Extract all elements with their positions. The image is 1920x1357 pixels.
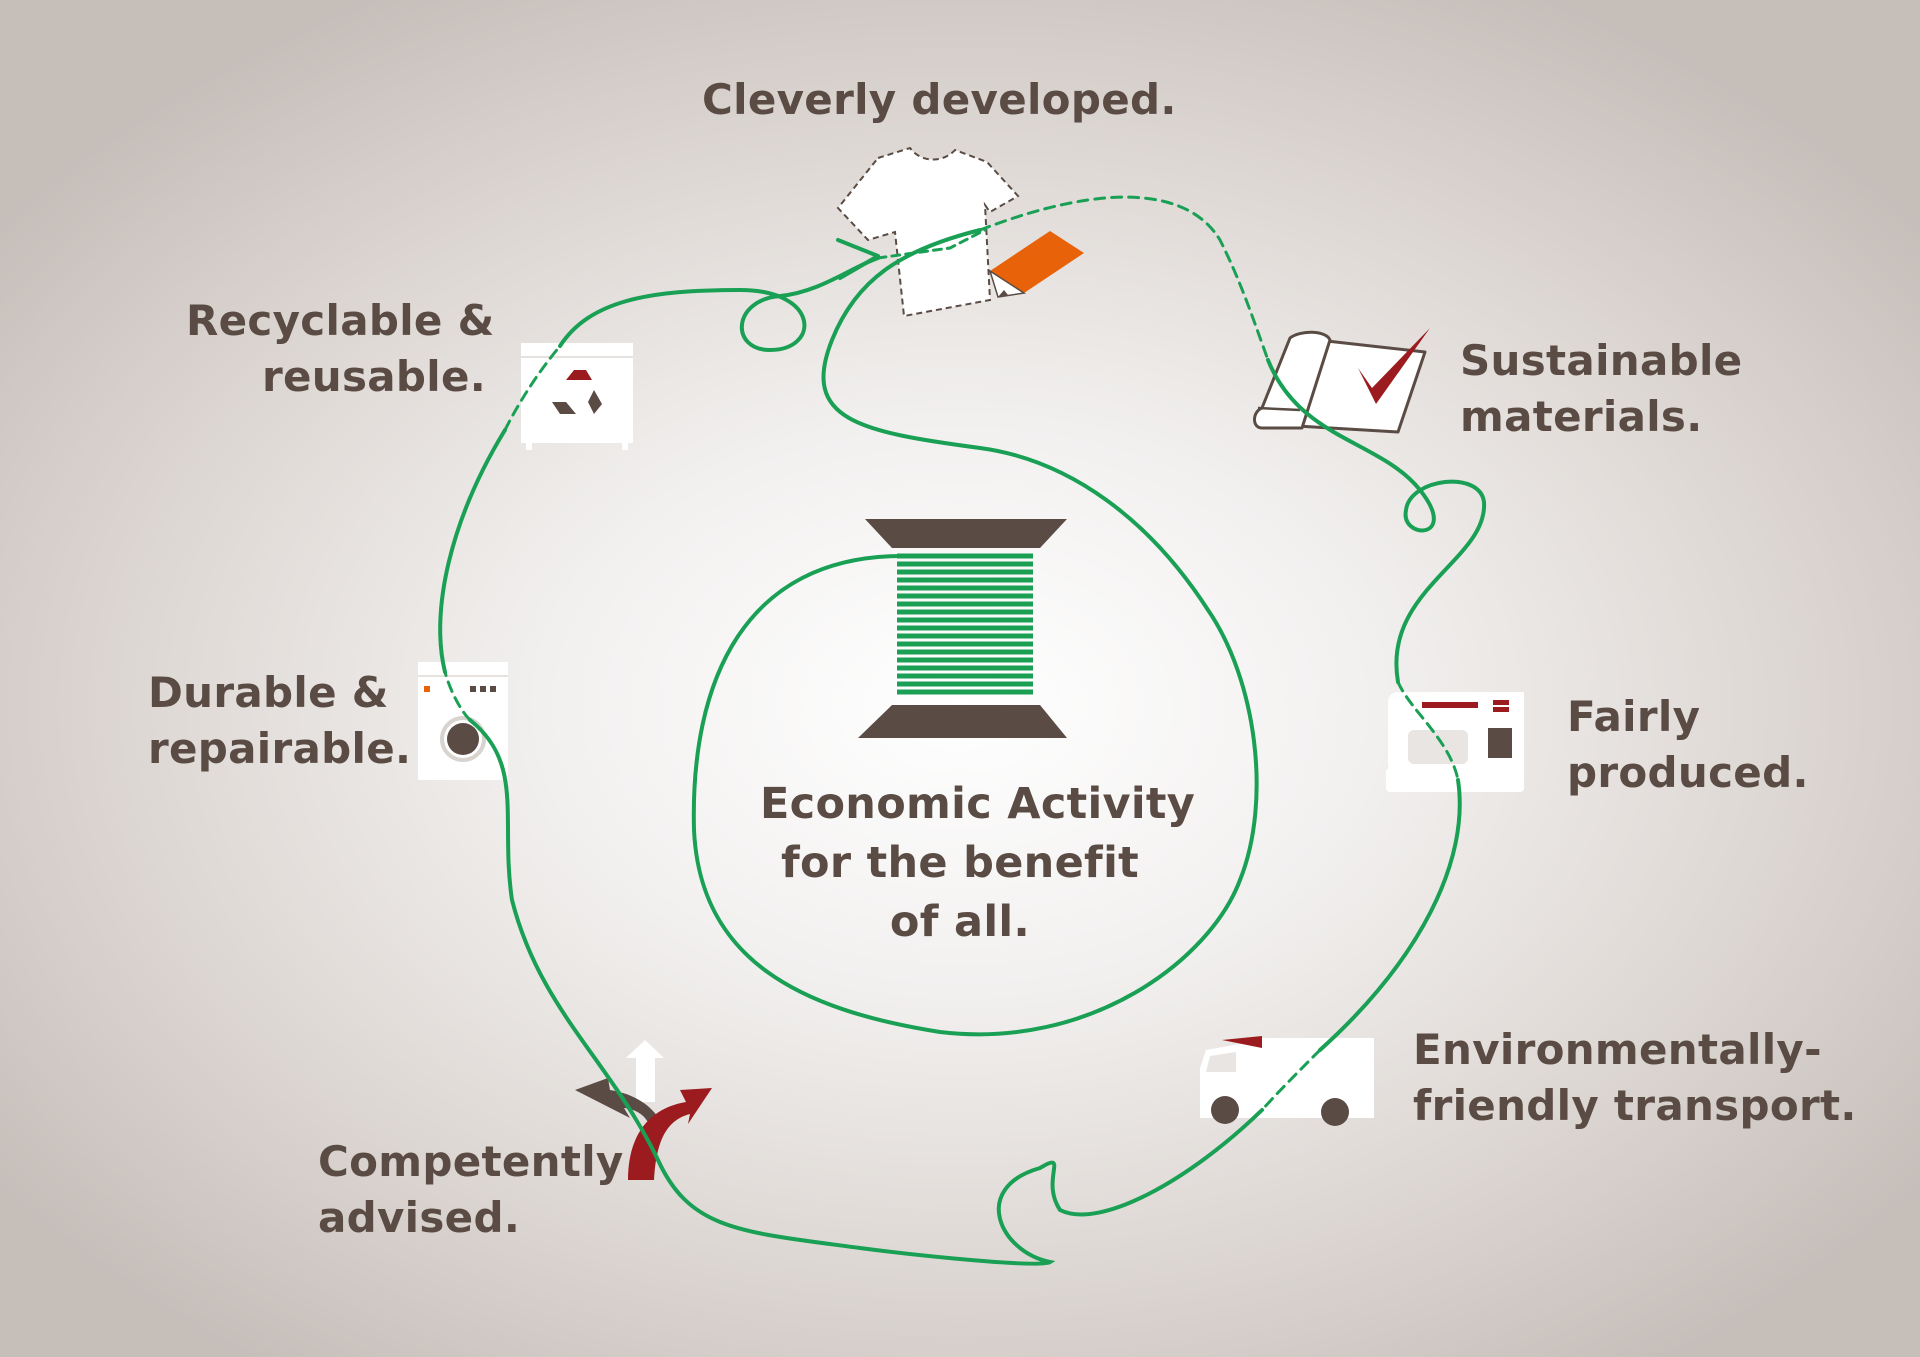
- thread-path: [438, 195, 1487, 1266]
- fabric-checkmark-icon: [1253, 328, 1430, 434]
- thread-spool-icon: [858, 519, 1067, 738]
- center-label-line: of all.: [889, 897, 1031, 947]
- recycling-bin-icon: [521, 343, 633, 450]
- stage-label-line: repairable.: [148, 724, 412, 773]
- center-label-line: Economic Activity: [760, 779, 1196, 829]
- stage-label-line: produced.: [1567, 748, 1809, 797]
- stage-label-line: Recyclable &: [186, 296, 495, 345]
- t-shirt-pencil-icon: [836, 146, 1084, 318]
- stage-label-developed: Cleverly developed.: [702, 72, 1177, 128]
- direction-arrows-icon: [575, 1040, 712, 1180]
- stage-label-line: Competently: [318, 1137, 624, 1186]
- center-label: Economic Activity for the benefit of all…: [760, 775, 1196, 952]
- stage-label-recyclable: Recyclable & reusable.: [186, 293, 495, 405]
- stage-label-line: friendly transport.: [1413, 1081, 1857, 1130]
- stage-label-line: Environmentally-: [1413, 1025, 1822, 1074]
- stage-label-durable: Durable & repairable.: [148, 665, 411, 777]
- stage-label-produced: Fairly produced.: [1567, 689, 1809, 801]
- sewing-machine-icon: [1386, 692, 1524, 792]
- stage-label-advised: Competently advised.: [318, 1134, 624, 1246]
- stage-label-line: Durable &: [148, 668, 389, 717]
- stage-label-line: advised.: [318, 1193, 521, 1242]
- washing-machine-icon: [418, 662, 508, 780]
- stage-label-line: Fairly: [1567, 692, 1701, 741]
- stage-label-line: materials.: [1460, 392, 1703, 441]
- stage-label-line: Sustainable: [1460, 336, 1743, 385]
- stage-label-materials: Sustainable materials.: [1460, 333, 1742, 445]
- delivery-truck-icon: [1200, 1036, 1374, 1126]
- stage-label-line: Cleverly developed.: [702, 75, 1177, 124]
- stage-label-line: reusable.: [261, 352, 486, 401]
- center-label-line: for the benefit: [781, 838, 1139, 888]
- stage-label-transport: Environmentally- friendly transport.: [1413, 1022, 1857, 1134]
